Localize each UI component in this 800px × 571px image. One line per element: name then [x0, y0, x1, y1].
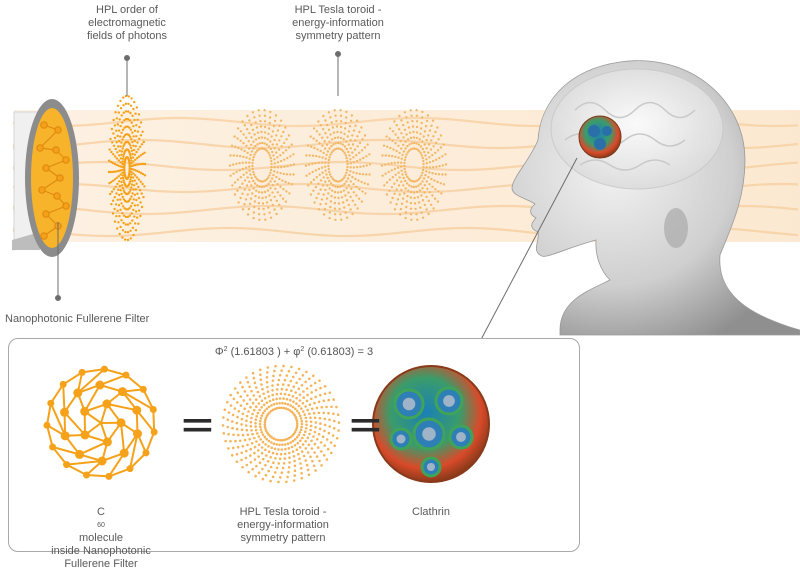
caption-c60-line2: inside Nanophotonic — [37, 545, 165, 558]
caption-c60-subscript: 60 — [37, 519, 165, 532]
caption-c60-prefix: C — [37, 506, 165, 519]
label-hpl-order-line1: HPL order of — [72, 4, 182, 17]
nanophotonic-filter — [12, 99, 79, 257]
caption-toroid: HPL Tesla toroid - energy-information sy… — [225, 506, 341, 545]
label-tesla-toroid-line2: energy-information — [280, 17, 396, 30]
caption-toroid-line3: symmetry pattern — [225, 532, 341, 545]
brain-clathrin — [579, 116, 621, 158]
caption-toroid-line2: energy-information — [225, 519, 341, 532]
label-hpl-order: HPL order of electromagnetic fields of p… — [72, 4, 182, 43]
clathrin-structure — [373, 366, 489, 482]
label-hpl-order-line3: fields of photons — [72, 30, 182, 43]
label-tesla-toroid-line1: HPL Tesla toroid - — [280, 4, 396, 17]
equals-sign-1: = — [179, 403, 216, 447]
label-tesla-toroid: HPL Tesla toroid - energy-information sy… — [280, 4, 396, 43]
caption-toroid-line1: HPL Tesla toroid - — [225, 506, 341, 519]
label-tesla-toroid-line3: symmetry pattern — [280, 30, 396, 43]
label-hpl-order-line2: electromagnetic — [72, 17, 182, 30]
tesla-toroid-pattern-large — [222, 365, 341, 483]
caption-c60-suffix: molecule — [37, 532, 165, 545]
label-filter: Nanophotonic Fullerene Filter — [5, 313, 149, 326]
caption-c60-line3: Fullerene Filter — [37, 558, 165, 571]
c60-molecule-diagram — [44, 366, 158, 480]
equals-sign-2: = — [347, 403, 384, 447]
caption-clathrin: Clathrin — [401, 506, 461, 519]
